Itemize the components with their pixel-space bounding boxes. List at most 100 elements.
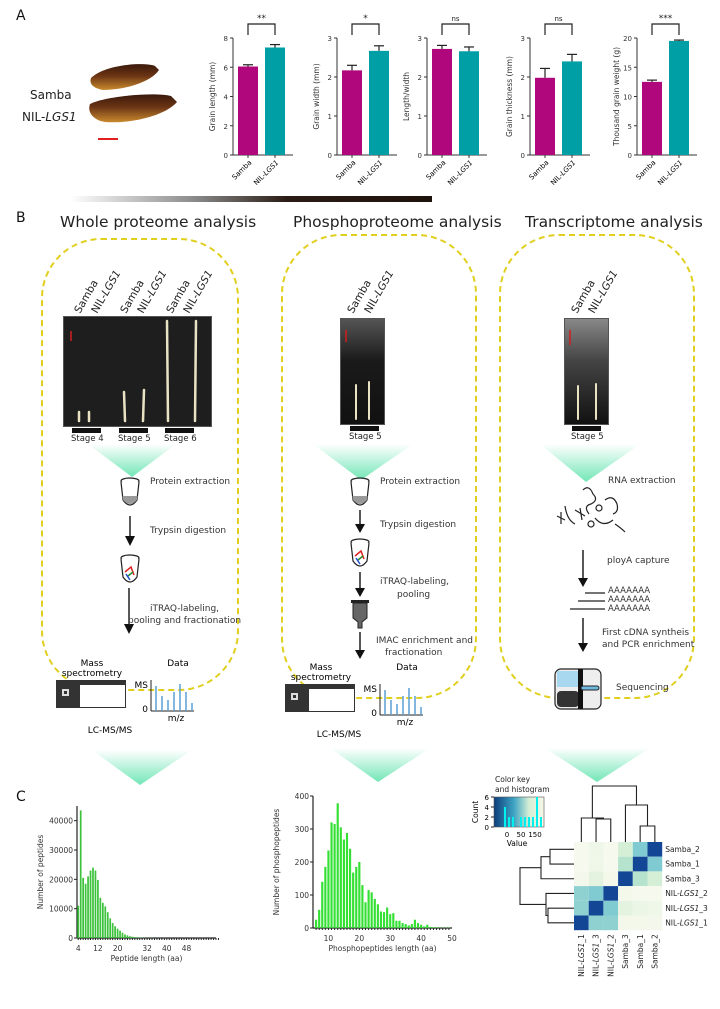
lc-ms-label: LC-MS/MS	[88, 726, 133, 736]
heatmap-cell	[647, 871, 663, 887]
y-tick-label: 10	[623, 94, 632, 102]
step-itraq-labeling: iTRAQ-labeling,	[150, 604, 220, 614]
histogram-bar	[410, 924, 413, 928]
heatmap-cell	[647, 886, 663, 901]
mass-spec-label: spectrometry	[62, 669, 123, 679]
color-key-hist-bar	[508, 817, 510, 827]
histogram-bar	[133, 937, 136, 938]
lc-ms-label: LC-MS/MS	[317, 730, 362, 740]
heatmap-cell	[647, 856, 663, 872]
polya-tail-3: AAAAAAA	[608, 604, 651, 614]
y-tick-label: 5	[628, 123, 632, 131]
stage-label-5: Stage 5	[118, 434, 151, 444]
heatmap-cell	[632, 856, 648, 872]
histogram-bar	[361, 885, 364, 928]
step-rna-extraction: RNA extraction	[608, 476, 676, 486]
step-fractionation: fractionation	[385, 648, 443, 658]
y-tick-label: 8	[224, 35, 228, 43]
arrow-down-icon	[355, 510, 365, 533]
histogram-bar	[101, 902, 104, 938]
mass-spectrometer-icon	[56, 680, 126, 708]
histogram-bar	[367, 890, 370, 928]
y-axis-label: Grain thickness (mm)	[505, 56, 514, 137]
heatmap-cell	[588, 842, 604, 857]
ms-axis-label: MS	[364, 685, 378, 695]
heatmap-svg: Samba_2Samba_1Samba_3NIL-LGS1_2NIL-LGS1_…	[471, 775, 708, 977]
histogram-bar	[395, 920, 398, 928]
workflow-title-phospho: Phosphoproteome analysis	[293, 213, 502, 231]
histogram-bar	[89, 870, 92, 938]
heatmap-cell	[618, 856, 633, 872]
step-trypsin-digestion: Trypsin digestion	[150, 526, 227, 536]
labeled-tube-icon	[120, 554, 140, 583]
histogram-bar	[129, 936, 131, 938]
nil-grain	[89, 94, 177, 123]
heatmap-cell	[603, 915, 619, 931]
histogram-bar	[358, 862, 361, 928]
histogram-bar	[345, 832, 349, 928]
heatmap-cell	[603, 842, 619, 857]
mass-spec-label: Mass	[81, 659, 104, 669]
heatmap-cell	[632, 915, 648, 931]
histogram-bar	[330, 822, 333, 928]
heatmap-cell	[647, 900, 663, 916]
step-sequencing: Sequencing	[616, 683, 669, 693]
histogram-bar	[392, 913, 395, 928]
heatmap-cell	[574, 856, 589, 872]
y-tick-label: 1	[328, 113, 332, 121]
heatmap-cell	[618, 915, 633, 931]
color-key-hist-bar	[512, 817, 514, 827]
color-key-subtitle: and histogram	[495, 785, 550, 794]
histogram-bar	[94, 870, 97, 938]
y-tick-label: 15	[623, 64, 632, 72]
bar-nil	[265, 47, 285, 155]
bar-nil	[369, 50, 389, 156]
data-label: Data	[167, 659, 189, 669]
heatmap-cell	[632, 871, 648, 887]
samba-grain	[90, 64, 159, 90]
heatmap-row-label: Samba_1	[665, 860, 700, 869]
imac-column-icon	[351, 600, 369, 629]
grain-label-nil-prefix: NIL-	[22, 110, 46, 124]
significance-label: **	[257, 14, 267, 24]
significance-bracket	[441, 23, 470, 35]
y-tick-label: 0	[224, 152, 228, 160]
histogram-bar	[104, 906, 107, 938]
y-tick-label: 0	[628, 152, 632, 160]
histogram-bar	[97, 879, 99, 938]
y-tick-label: 2	[224, 123, 228, 131]
histogram-bar	[339, 827, 342, 928]
heatmap-cell	[618, 842, 633, 857]
histogram-bar	[99, 897, 102, 938]
histogram-bar	[111, 923, 114, 938]
heatmap-cell	[588, 900, 604, 916]
histogram-bar	[82, 877, 85, 938]
x-axis-label: Phosphopeptides length (aa)	[328, 944, 436, 953]
histogram-bar	[382, 912, 386, 928]
histogram-bar	[404, 924, 407, 928]
heatmap-row-label: NIL-LGS1_3	[665, 904, 708, 913]
x-tick-label: Samba	[231, 159, 254, 182]
significance-label: ***	[659, 14, 673, 24]
histogram-bar	[352, 872, 355, 928]
histogram-bar	[119, 930, 121, 938]
histogram-bar	[315, 919, 318, 928]
y-axis-label: Length/width	[402, 72, 411, 121]
x-tick-label: NIL-LGS1	[446, 159, 474, 187]
histogram-bar	[336, 803, 339, 928]
histogram-bar	[126, 935, 129, 938]
y-tick-label: 2	[418, 74, 422, 82]
ms-axis-label: MS	[135, 681, 149, 691]
histogram-bar	[429, 927, 432, 928]
transcriptome-workflow-glyphs	[556, 487, 626, 652]
color-key-x-tick-label: 150	[528, 831, 541, 839]
heatmap-cell	[632, 886, 648, 901]
step-pooling-fractionation: pooling and fractionation	[128, 616, 242, 626]
color-key-y-tick-label: 4	[485, 804, 490, 812]
